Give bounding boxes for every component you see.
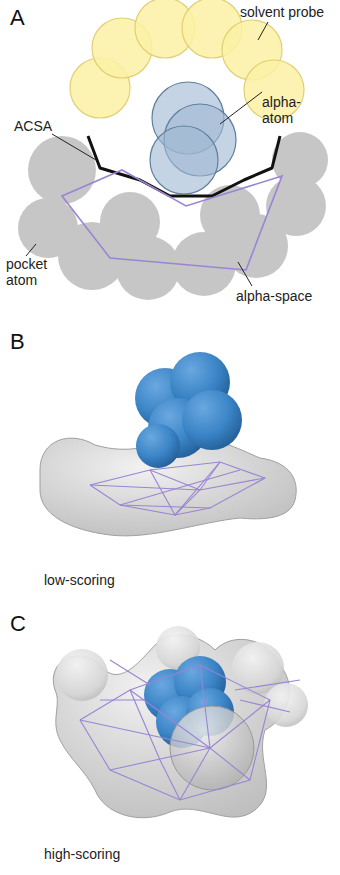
part-label: ACSA xyxy=(14,118,52,134)
caption-label: high-scoring xyxy=(44,846,120,862)
alpha-atoms xyxy=(150,82,236,194)
ligand-spheres xyxy=(135,352,242,468)
part-label: alpha-space xyxy=(236,288,312,304)
part-label: alpha- atom xyxy=(262,94,322,126)
alpha-space-polygon xyxy=(62,170,282,270)
panel-letter: A xyxy=(10,6,25,30)
leader-lines xyxy=(26,22,268,286)
alpha-space-wire xyxy=(90,462,265,515)
panel-a xyxy=(18,0,328,300)
part-label: solvent probe xyxy=(240,4,324,20)
panel-c xyxy=(53,626,308,818)
panel-b xyxy=(40,352,296,536)
alpha-space-wire xyxy=(80,660,300,800)
pocket-atom xyxy=(170,706,254,790)
acsa-line xyxy=(88,136,280,196)
caption-label: low-scoring xyxy=(44,572,115,588)
part-label: pocket atom xyxy=(6,256,62,288)
panel-letter: C xyxy=(10,612,26,636)
panel-letter: B xyxy=(10,330,25,354)
